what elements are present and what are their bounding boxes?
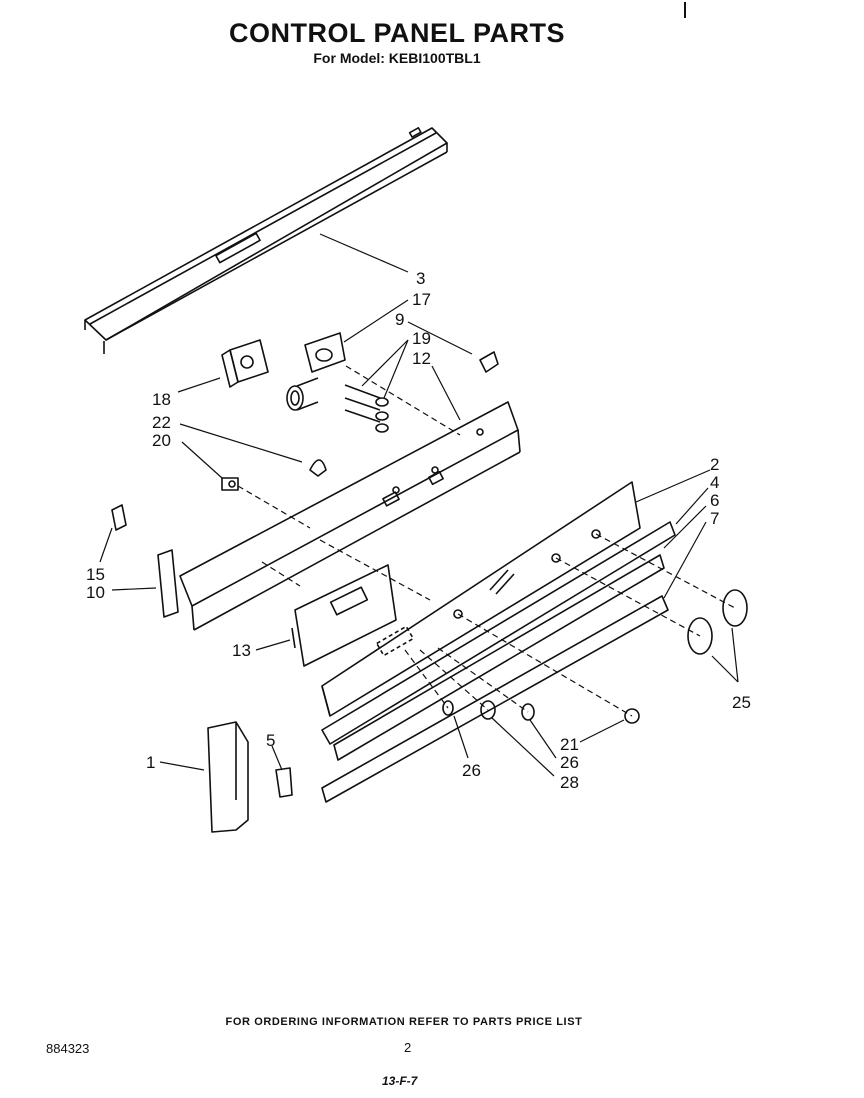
callout-20: 20 [152, 431, 171, 450]
wiring-leads [344, 384, 389, 433]
terminal-20 [221, 477, 239, 491]
control-knobs-25 [687, 589, 748, 655]
channel-strips [321, 521, 676, 803]
mounting-bracket-18 [221, 339, 269, 388]
callout-25: 25 [732, 693, 751, 712]
callout-28: 28 [560, 773, 579, 792]
callout-19: 19 [412, 329, 431, 348]
assembly-guide-lines [237, 365, 736, 717]
model-subtitle: For Model: KEBI100TBL1 [313, 50, 481, 66]
callout-26-right: 26 [560, 753, 579, 772]
callout-6: 6 [710, 491, 719, 510]
ordering-note: FOR ORDERING INFORMATION REFER TO PARTS … [225, 1016, 583, 1028]
page-number: 2 [404, 1040, 412, 1055]
callout-12: 12 [412, 349, 431, 368]
callout-3: 3 [416, 269, 425, 288]
switch-bracket-12 [179, 401, 521, 631]
callout-2: 2 [710, 455, 719, 474]
end-cap-1 [207, 721, 249, 833]
wire-clip-22 [309, 459, 327, 477]
callout-9: 9 [395, 310, 404, 329]
document-number: 884323 [46, 1041, 90, 1056]
callout-labels: 3 17 9 19 12 18 22 20 2 4 6 7 15 10 13 2… [86, 269, 751, 792]
callout-15: 15 [86, 565, 105, 584]
callout-5: 5 [266, 731, 275, 750]
bracket-10 [157, 549, 179, 618]
clock-display-13 [291, 564, 397, 667]
corner-tick-mark [684, 2, 686, 18]
top-trim-strip [84, 127, 448, 354]
callout-7: 7 [710, 509, 719, 528]
clip-5 [275, 767, 293, 798]
handwritten-code: 13-F-7 [382, 1074, 418, 1088]
callout-18: 18 [152, 390, 171, 409]
callout-21: 21 [560, 735, 579, 754]
page-title: CONTROL PANEL PARTS [228, 18, 566, 48]
clock-motor-17 [304, 332, 346, 373]
callout-26-left: 26 [462, 761, 481, 780]
callout-22: 22 [152, 413, 171, 432]
control-panel-2 [321, 481, 641, 717]
callout-17: 17 [412, 290, 431, 309]
callout-4: 4 [710, 473, 719, 492]
drive-gear-19 [286, 377, 319, 411]
callout-10: 10 [86, 583, 105, 602]
small-hardware [442, 700, 640, 724]
leader-lines [99, 233, 739, 777]
small-knob-9 [479, 351, 499, 373]
callout-13: 13 [232, 641, 251, 660]
bracket-15 [111, 504, 127, 531]
callout-1: 1 [146, 753, 155, 772]
